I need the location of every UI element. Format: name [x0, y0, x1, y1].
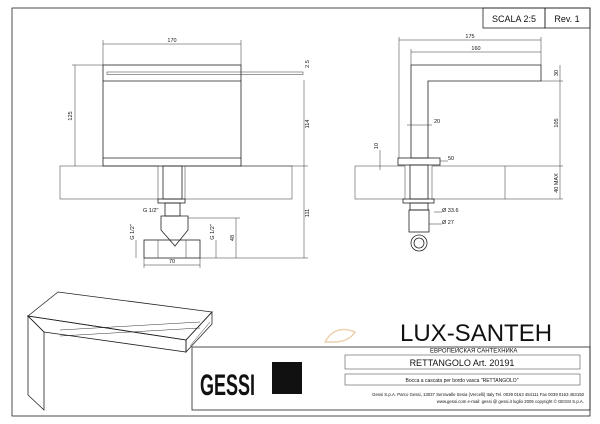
gessi-logo: GESSI — [200, 370, 255, 403]
revision-label: Rev. 1 — [554, 14, 579, 24]
dim-height: 105 — [554, 118, 560, 127]
scale-box: SCALA 2:5 Rev. 1 — [482, 7, 591, 29]
front-view: 170 125 2.5 114 111 G 1/2" G 1/2" G 1/2"… — [59, 38, 311, 268]
dim-deck-max: 40 MAX — [554, 173, 560, 193]
dim-spout-thickness: 30 — [554, 70, 560, 76]
water-outlet-slot — [106, 71, 304, 75]
connection-left-label: G 1/2" — [130, 224, 136, 239]
tee-fitting — [160, 215, 189, 247]
dim-below-depth: 111 — [305, 209, 311, 217]
watermark-brand: LUX-SANTEH — [400, 320, 552, 347]
countertop-section-left — [59, 165, 159, 200]
spout-body — [102, 64, 242, 167]
dim-height-above: 114 — [305, 120, 311, 129]
company-address: Gessi S.p.A. Parco Gessi, 13037 Serraval… — [372, 392, 584, 397]
product-title: RETTANGOLO Art. 20191 — [410, 358, 515, 368]
countertop-section-left — [354, 165, 406, 200]
dim-flange-height: 10 — [374, 143, 380, 149]
connection-top-label: G 1/2" — [143, 208, 158, 214]
countertop-section-right — [184, 165, 293, 200]
dim-slot: 2.5 — [305, 60, 311, 68]
countertop-section-right — [431, 165, 506, 200]
side-view: 175 160 30 105 40 MAX 20 10 50 Ø 33.6 Ø … — [354, 34, 563, 252]
connection-right-label: G 1/2" — [210, 224, 216, 239]
dim-reach-total: 175 — [465, 34, 474, 40]
spout-profile — [410, 64, 542, 159]
title-block: GESSI RETTANGOLO Art. 20191 Bocca a casc… — [191, 346, 591, 411]
dim-tee-height: 48 — [230, 235, 236, 241]
dim-nut-diameter: Ø 33.6 — [442, 208, 459, 214]
dim-pipe-diameter: Ø 27 — [442, 220, 454, 226]
product-description: Bocca a cascata per bordo vasca "RETTANG… — [406, 378, 519, 384]
drawing-frame — [11, 7, 591, 417]
gessi-logo-square — [272, 362, 302, 394]
dim-reach-spout: 160 — [471, 46, 480, 52]
isometric-view — [26, 291, 213, 411]
dim-height-total: 125 — [68, 111, 74, 120]
watermark-tagline: ЕВРОПЕЙСКАЯ САНТЕХНИКА — [430, 347, 517, 355]
dim-width: 170 — [167, 38, 176, 44]
dim-flange-width: 50 — [448, 156, 454, 162]
watermark: LUX-SANTEH ЕВРОПЕЙСКАЯ САНТЕХНИКА — [323, 320, 552, 355]
dim-body-width: 20 — [434, 119, 440, 125]
company-contact: www.gessi.com e-mail: gessi @ gessi.it l… — [437, 399, 584, 404]
scale-label: SCALA 2:5 — [492, 14, 536, 24]
dim-tee-width: 70 — [169, 259, 175, 265]
